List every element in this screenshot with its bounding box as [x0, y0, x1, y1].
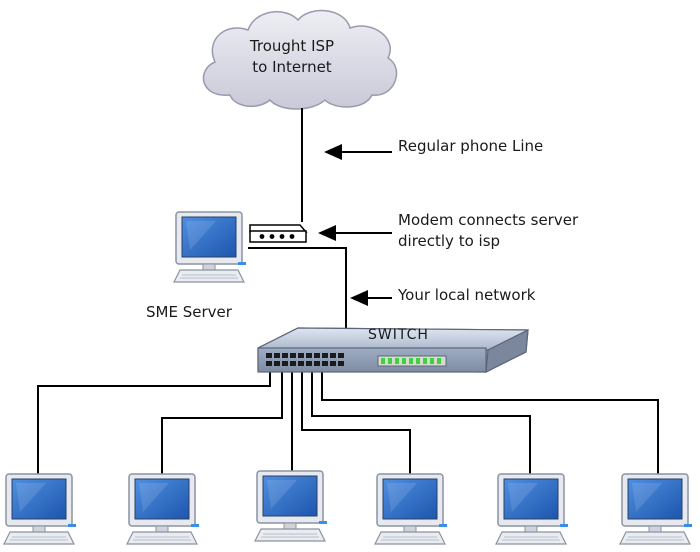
connections — [37, 108, 659, 478]
cloud-label-line2: to Internet — [252, 58, 332, 76]
cloud-label-line1: Trought ISP — [249, 37, 335, 55]
drop-6 — [321, 370, 659, 478]
arrow-left-icon — [350, 290, 392, 306]
client-monitor-icon — [619, 473, 693, 545]
drop-5 — [311, 370, 531, 478]
server-to-switch-line — [248, 247, 347, 362]
phone-line-label: Regular phone Line — [398, 137, 544, 155]
client-monitor-icon — [126, 473, 200, 545]
arrow-left-icon — [318, 225, 392, 241]
modem-label-line1: Modem connects server — [398, 211, 579, 229]
local-network-label: Your local network — [398, 286, 536, 304]
server-label: SME Server — [146, 303, 232, 321]
drop-1 — [37, 368, 271, 478]
modem-icon — [249, 224, 308, 243]
client-monitor-icon — [254, 470, 328, 542]
client-monitor-icon — [3, 473, 77, 545]
cloud-label: Trought ISP to Internet — [232, 36, 352, 78]
client-monitor-icon — [495, 473, 569, 545]
drop-4 — [301, 370, 411, 478]
drop-2 — [161, 370, 283, 478]
server-monitor-icon — [173, 211, 247, 283]
client-monitor-icon — [374, 473, 448, 545]
arrow-left-icon — [324, 144, 392, 160]
modem-label-line2: directly to isp — [398, 232, 501, 250]
switch-icon — [257, 327, 529, 374]
switch-label: SWITCH — [368, 327, 429, 343]
